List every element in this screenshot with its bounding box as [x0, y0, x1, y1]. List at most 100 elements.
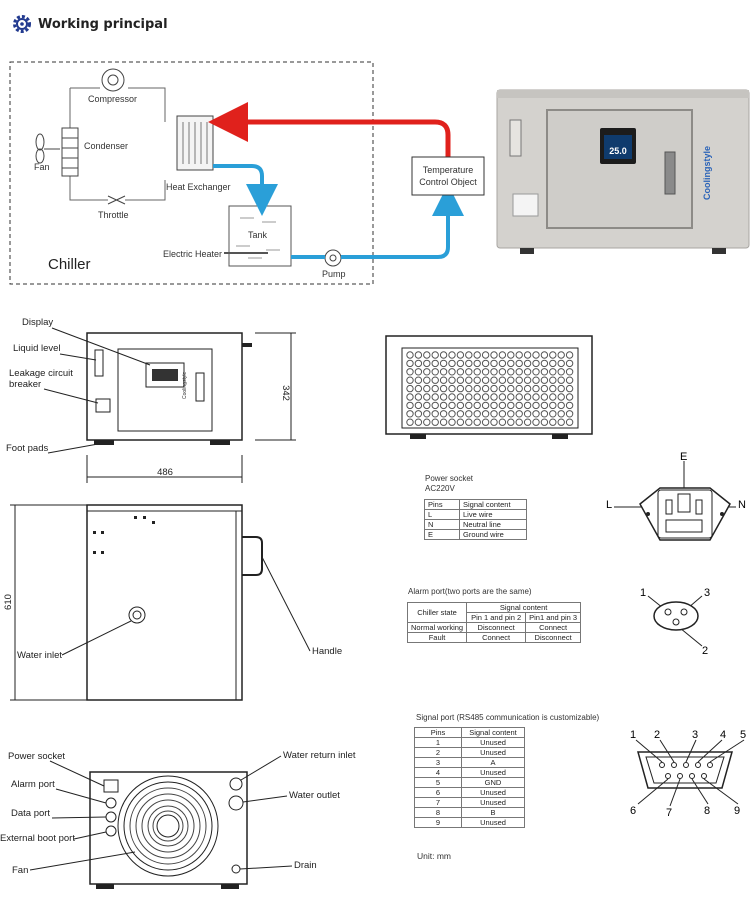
display-callout: Display — [22, 317, 53, 328]
grille-hole — [431, 401, 439, 410]
grille-hole — [557, 359, 565, 368]
grille-hole — [414, 351, 423, 359]
grille-hole — [439, 401, 448, 410]
grille-hole — [498, 410, 507, 418]
grille-hole — [565, 368, 574, 376]
gear-icon — [13, 15, 31, 33]
grille-hole — [498, 351, 507, 359]
grille-hole — [498, 401, 507, 410]
fan-guard-ring — [141, 799, 195, 853]
grille-hole — [507, 401, 515, 410]
grille-hole — [481, 359, 490, 368]
power-socket-pinout: E L N — [606, 451, 746, 541]
grille-hole — [406, 376, 414, 384]
grille-hole — [465, 410, 473, 418]
grille-hole — [406, 359, 414, 368]
water-inlet-callout: Water inlet — [17, 650, 62, 661]
power-socket-title: Power socket — [425, 474, 474, 483]
grille-hole — [448, 359, 456, 368]
grille-hole — [448, 410, 456, 418]
grille-hole — [448, 351, 456, 359]
grille-hole — [515, 359, 523, 368]
grille-hole — [532, 393, 540, 401]
grille-hole — [507, 384, 515, 393]
temperature-control-object — [411, 156, 485, 196]
grille-hole — [532, 384, 540, 393]
signal-port-title: Signal port (RS485 communication is cust… — [416, 713, 600, 722]
grille-hole — [490, 410, 498, 418]
grille-hole — [414, 376, 423, 384]
temp-control-line2: Control Object — [419, 177, 477, 187]
grille-hole — [414, 359, 423, 368]
svg-text:6: 6 — [630, 805, 636, 817]
grille-hole — [549, 384, 557, 393]
grille-hole — [448, 393, 456, 401]
grille-hole — [557, 393, 565, 401]
grille-hole — [431, 368, 439, 376]
grille-hole — [540, 368, 549, 376]
svg-text:N: N — [738, 499, 746, 511]
grille-hole — [490, 418, 498, 426]
grille-hole — [565, 376, 574, 384]
grille-hole — [448, 418, 456, 426]
brand-logo: Coolingstyle — [702, 146, 712, 200]
grille-hole — [507, 418, 515, 426]
chiller-product-photo: 25.0 Coolingstyle — [496, 89, 750, 254]
grille-hole — [498, 393, 507, 401]
grille-hole — [423, 359, 431, 368]
svg-text:5: 5 — [740, 729, 746, 741]
grille-hole — [431, 351, 439, 359]
grille-hole — [532, 368, 540, 376]
svg-text:9: 9 — [734, 805, 740, 817]
grille-hole — [423, 393, 431, 401]
grille-hole — [515, 418, 523, 426]
grille-hole — [523, 376, 532, 384]
grille-hole — [515, 351, 523, 359]
grille-hole — [465, 384, 473, 393]
tank-inflow-line — [213, 164, 278, 216]
grille-hole — [507, 393, 515, 401]
throttle-icon — [107, 195, 126, 205]
grille-hole — [540, 410, 549, 418]
working-principle-diagram: Compressor Condenser Fan Heat Exchanger … — [9, 61, 750, 285]
fan-guard-ring — [147, 805, 189, 847]
grille-hole — [481, 393, 490, 401]
liquid-level-callout: Liquid level — [13, 343, 61, 354]
foot-pads-callout: Foot pads — [6, 443, 48, 454]
grille-hole — [481, 376, 490, 384]
external-boot-port-callout: External boot port — [0, 833, 75, 844]
grille-hole — [523, 401, 532, 410]
drain-callout: Drain — [294, 860, 317, 871]
grille-hole — [557, 368, 565, 376]
grille-hole — [439, 393, 448, 401]
grille-hole — [490, 368, 498, 376]
leakage-callout-line1: Leakage circuit — [9, 368, 73, 379]
grille-hole — [414, 393, 423, 401]
grille-hole — [473, 376, 481, 384]
grille-hole — [507, 410, 515, 418]
svg-text:3: 3 — [692, 729, 698, 741]
compressor-label: Compressor — [88, 94, 137, 104]
grille-hole — [439, 384, 448, 393]
rear-view-drawing: Power socket Alarm port Data port Extern… — [0, 750, 356, 889]
side-view-drawing: 610 Water inlet Handle — [3, 504, 342, 701]
grille-hole — [515, 410, 523, 418]
pump-label: Pump — [322, 269, 346, 279]
grille-hole — [532, 418, 540, 426]
grille-hole — [465, 393, 473, 401]
fan-guard-ring — [135, 793, 201, 859]
grille-hole — [532, 359, 540, 368]
grille-hole — [406, 351, 414, 359]
grille-hole — [414, 401, 423, 410]
grille-hole — [448, 376, 456, 384]
grille-hole — [439, 418, 448, 426]
grille-hole — [490, 393, 498, 401]
chiller-boundary — [9, 61, 374, 285]
grille-hole — [523, 384, 532, 393]
grille-hole — [498, 368, 507, 376]
grille-hole — [540, 359, 549, 368]
grille-hole — [540, 376, 549, 384]
